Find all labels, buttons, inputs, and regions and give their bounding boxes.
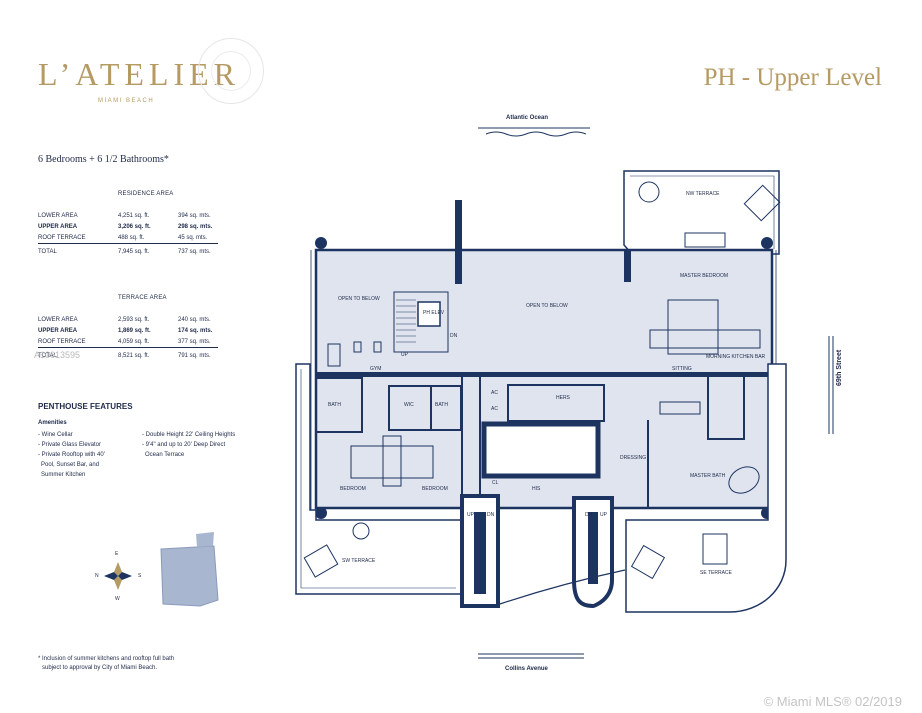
terrace-area-heading: TERRACE AREA [118, 295, 167, 301]
stair-up-label: UP [401, 352, 408, 358]
amenity-item: Ocean Terrace [145, 452, 185, 458]
street-69-label: 69th Street [836, 349, 843, 386]
page-title: PH - Upper Level [703, 64, 882, 91]
wic-label: WIC [404, 402, 414, 408]
compass-e: E [115, 551, 119, 557]
nw-terrace-label: NW TERRACE [686, 191, 720, 197]
bedroom-label: BEDROOM [340, 486, 366, 492]
compass-s: S [138, 573, 142, 579]
sw-terrace-label: SW TERRACE [342, 558, 376, 564]
residence-area-heading: RESIDENCE AREA [118, 191, 174, 197]
stair-down-label: DN [487, 512, 495, 518]
amenity-item: - 9'4" and up to 20' Deep Direct [142, 442, 226, 448]
his-label: HIS [532, 486, 541, 492]
open-to-below-label: OPEN TO BELOW [338, 296, 380, 302]
master-bath-label: MASTER BATH [690, 473, 726, 479]
bedroom-label: BEDROOM [422, 486, 448, 492]
open-to-below-label: OPEN TO BELOW [526, 303, 568, 309]
stair-down-label: DN [450, 333, 458, 339]
se-terrace-label: SE TERRACE [700, 570, 732, 576]
compass-n: N [95, 573, 99, 579]
listing-id-watermark: A10613595 [34, 350, 81, 360]
copyright-watermark: © Miami MLS® 02/2019 [763, 694, 902, 709]
key-plan-icon [160, 532, 219, 607]
amenity-item: - Wine Cellar [38, 432, 73, 438]
master-bedroom-label: MASTER BEDROOM [680, 273, 729, 279]
atlantic-ocean-label: Atlantic Ocean [506, 115, 549, 121]
brand-location: MIAMI BEACH [98, 98, 155, 104]
closet-label: CL [492, 480, 499, 486]
dressing-label: DRESSING [620, 455, 647, 461]
morning-kitchen-label: MORNING KITCHEN BAR [706, 354, 766, 360]
amenity-item: Summer Kitchen [41, 472, 86, 478]
bedrooms-bathrooms: 6 Bedrooms + 6 1/2 Bathrooms* [38, 154, 169, 165]
bath-label: BATH [435, 402, 448, 408]
compass-icon [104, 562, 132, 590]
amenity-item: - Private Glass Elevator [38, 442, 102, 448]
ac-label: AC [491, 406, 498, 412]
ph-elevator-label: PH ELEV [423, 310, 445, 316]
gym-label: GYM [370, 366, 382, 372]
amenity-item: - Private Rooftop with 40' [38, 452, 105, 458]
seal-watermark [198, 38, 264, 104]
amenities-heading: Amenities [38, 420, 67, 426]
sitting-label: SITTING [672, 366, 692, 372]
stair-down-label: DN [585, 512, 593, 518]
compass-w: W [115, 596, 120, 602]
amenity-item: Pool, Sunset Bar, and [41, 462, 100, 468]
amenity-item: - Double Height 22' Ceiling Heights [142, 432, 236, 438]
collins-avenue-label: Collins Avenue [505, 666, 548, 672]
stair-up-label: UP [467, 512, 474, 518]
hers-label: HERS [556, 395, 570, 401]
footnote: * Inclusion of summer kitchens and rooft… [38, 656, 175, 671]
ac-label: AC [491, 390, 498, 396]
features-heading: PENTHOUSE FEATURES [38, 402, 133, 411]
amenities-right-list: - Double Height 22' Ceiling Heights - 9'… [142, 430, 235, 460]
amenities-left-list: - Wine Cellar - Private Glass Elevator -… [38, 430, 105, 480]
bath-label: BATH [328, 402, 341, 408]
stair-up-label: UP [600, 512, 607, 518]
